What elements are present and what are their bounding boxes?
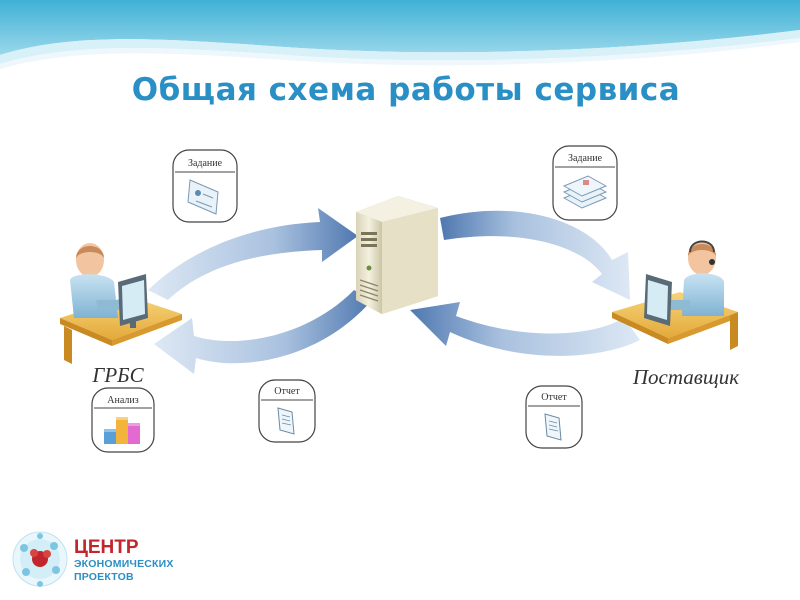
grbs-label: ГРБС <box>91 363 144 387</box>
task-bubble-left: Задание <box>172 149 238 223</box>
analysis-bubble-label: Анализ <box>107 395 138 406</box>
report-bubble-right-label: Отчет <box>541 392 567 403</box>
arrow-server-to-supplier <box>440 210 630 300</box>
task-bubble-right: Задание <box>552 145 618 221</box>
grbs-workstation-icon <box>60 243 182 364</box>
supplier-workstation-icon <box>612 240 738 350</box>
analysis-bubble: Анализ <box>91 387 155 453</box>
header-wave <box>0 0 800 69</box>
ranking-chart-icon <box>104 417 140 444</box>
server-icon <box>356 196 438 314</box>
task-bubble-right-label: Задание <box>568 153 603 164</box>
supplier-label: Поставщик <box>632 365 739 389</box>
task-bubble-left-label: Задание <box>188 158 223 169</box>
document-icon <box>187 179 219 215</box>
arrow-server-to-grbs <box>154 290 372 374</box>
arrow-grbs-to-server <box>148 208 358 300</box>
logo-text: ЦЕНТР ЭКОНОМИЧЕСКИХ ПРОЕКТОВ <box>74 538 174 584</box>
report-bubble-left-label: Отчет <box>274 386 300 397</box>
logo-line-1: ЦЕНТР <box>74 537 139 558</box>
document-stack-icon <box>562 175 608 209</box>
molecule-globe-icon <box>12 531 68 587</box>
report-bubble-left: Отчет <box>258 379 316 443</box>
report-bubble-right: Отчет <box>525 385 583 449</box>
report-document-icon <box>544 413 562 441</box>
report-document-icon <box>277 407 295 435</box>
logo-line-3: ПРОЕКТОВ <box>74 571 134 583</box>
arrow-supplier-to-server <box>410 302 640 356</box>
logo-line-2: ЭКОНОМИЧЕСКИХ <box>74 558 174 570</box>
slide-title: Общая схема работы сервиса <box>131 72 681 108</box>
